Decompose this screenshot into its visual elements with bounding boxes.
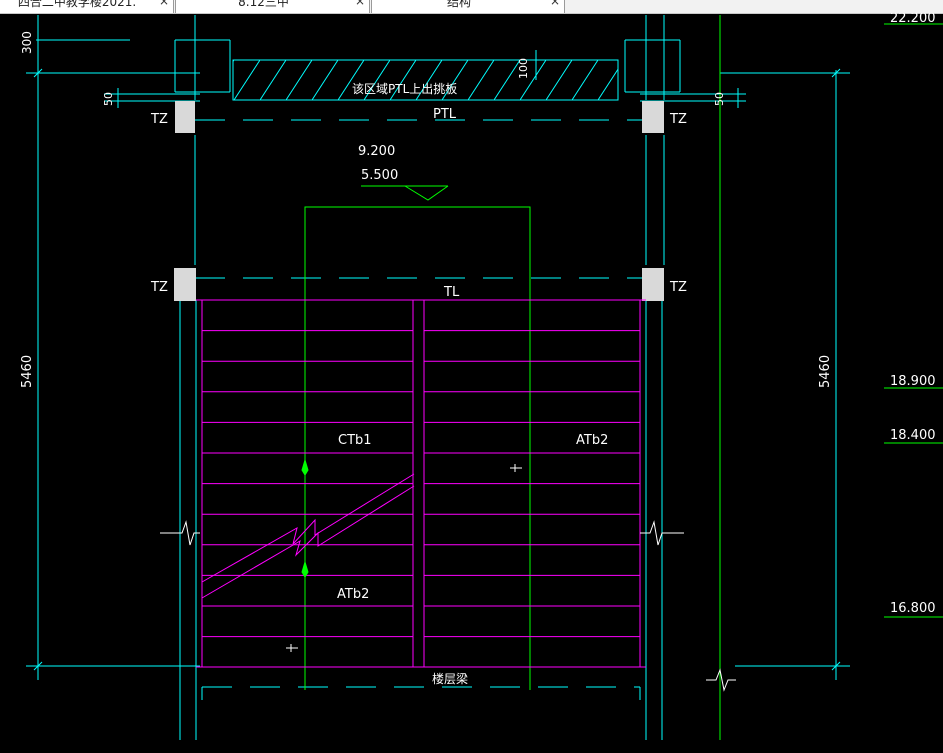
note-ptl-cantilever: 该区域PTL上出挑板: [352, 82, 457, 96]
label-tz: TZ: [669, 112, 687, 127]
label-ptl: PTL: [433, 107, 457, 122]
elevation-16800: 16.800: [890, 601, 936, 616]
wall-lines: [174, 15, 681, 740]
label-ctb1: CTb1: [338, 433, 372, 448]
cantilever-slab-hatch: [233, 60, 618, 100]
column-tz: [174, 268, 196, 301]
label-tz: TZ: [150, 280, 168, 295]
tab-file-2[interactable]: 8.12三中 ×: [175, 0, 370, 13]
label-floor-beam: 楼层梁: [432, 671, 468, 686]
stair-up-marks: [286, 464, 522, 652]
close-icon[interactable]: ×: [549, 0, 560, 8]
dim-100: 100: [517, 58, 530, 79]
elevation-18400: 18.400: [890, 428, 936, 443]
label-tz: TZ: [669, 280, 687, 295]
label-tl: TL: [443, 285, 460, 300]
direction-arrows: [301, 458, 309, 578]
dim-50: 50: [102, 92, 115, 106]
dim-300: 300: [20, 31, 34, 54]
elevation-5500: 5.500: [361, 168, 398, 183]
label-tz: TZ: [150, 112, 168, 127]
close-icon[interactable]: ×: [354, 0, 365, 8]
tab-label: 8.12三中: [238, 0, 289, 9]
cad-drawing-canvas[interactable]: 该区域PTL上出挑板 PTL TL TZ TZ TZ TZ 9.200 5.50…: [0, 13, 943, 753]
elevation-22200: 22.200: [890, 13, 936, 26]
green-lines: [304, 15, 943, 740]
elevation-9200: 9.200: [358, 144, 395, 159]
label-atb2: ATb2: [576, 433, 608, 448]
column-tz: [175, 101, 195, 133]
elevation-18900: 18.900: [890, 374, 936, 389]
tab-label: 四合二中教学楼2021.: [17, 0, 137, 9]
label-atb2: ATb2: [337, 587, 369, 602]
column-tz: [642, 101, 664, 133]
tab-file-3[interactable]: 结构 ×: [371, 0, 565, 13]
close-icon[interactable]: ×: [158, 0, 169, 8]
columns-tz: [174, 101, 664, 301]
column-tz: [642, 268, 664, 301]
tab-label: 结构: [446, 0, 471, 9]
stair-flights: [196, 299, 646, 668]
dim-5460: 5460: [20, 355, 35, 388]
tab-file-1[interactable]: 四合二中教学楼2021. ×: [0, 0, 174, 13]
dim-5460: 5460: [818, 355, 833, 388]
break-symbols: [160, 520, 736, 692]
beam-dashed-lines: [195, 119, 645, 688]
document-tab-bar: 四合二中教学楼2021. × 8.12三中 × 结构 ×: [0, 0, 943, 14]
dim-50: 50: [713, 92, 726, 106]
